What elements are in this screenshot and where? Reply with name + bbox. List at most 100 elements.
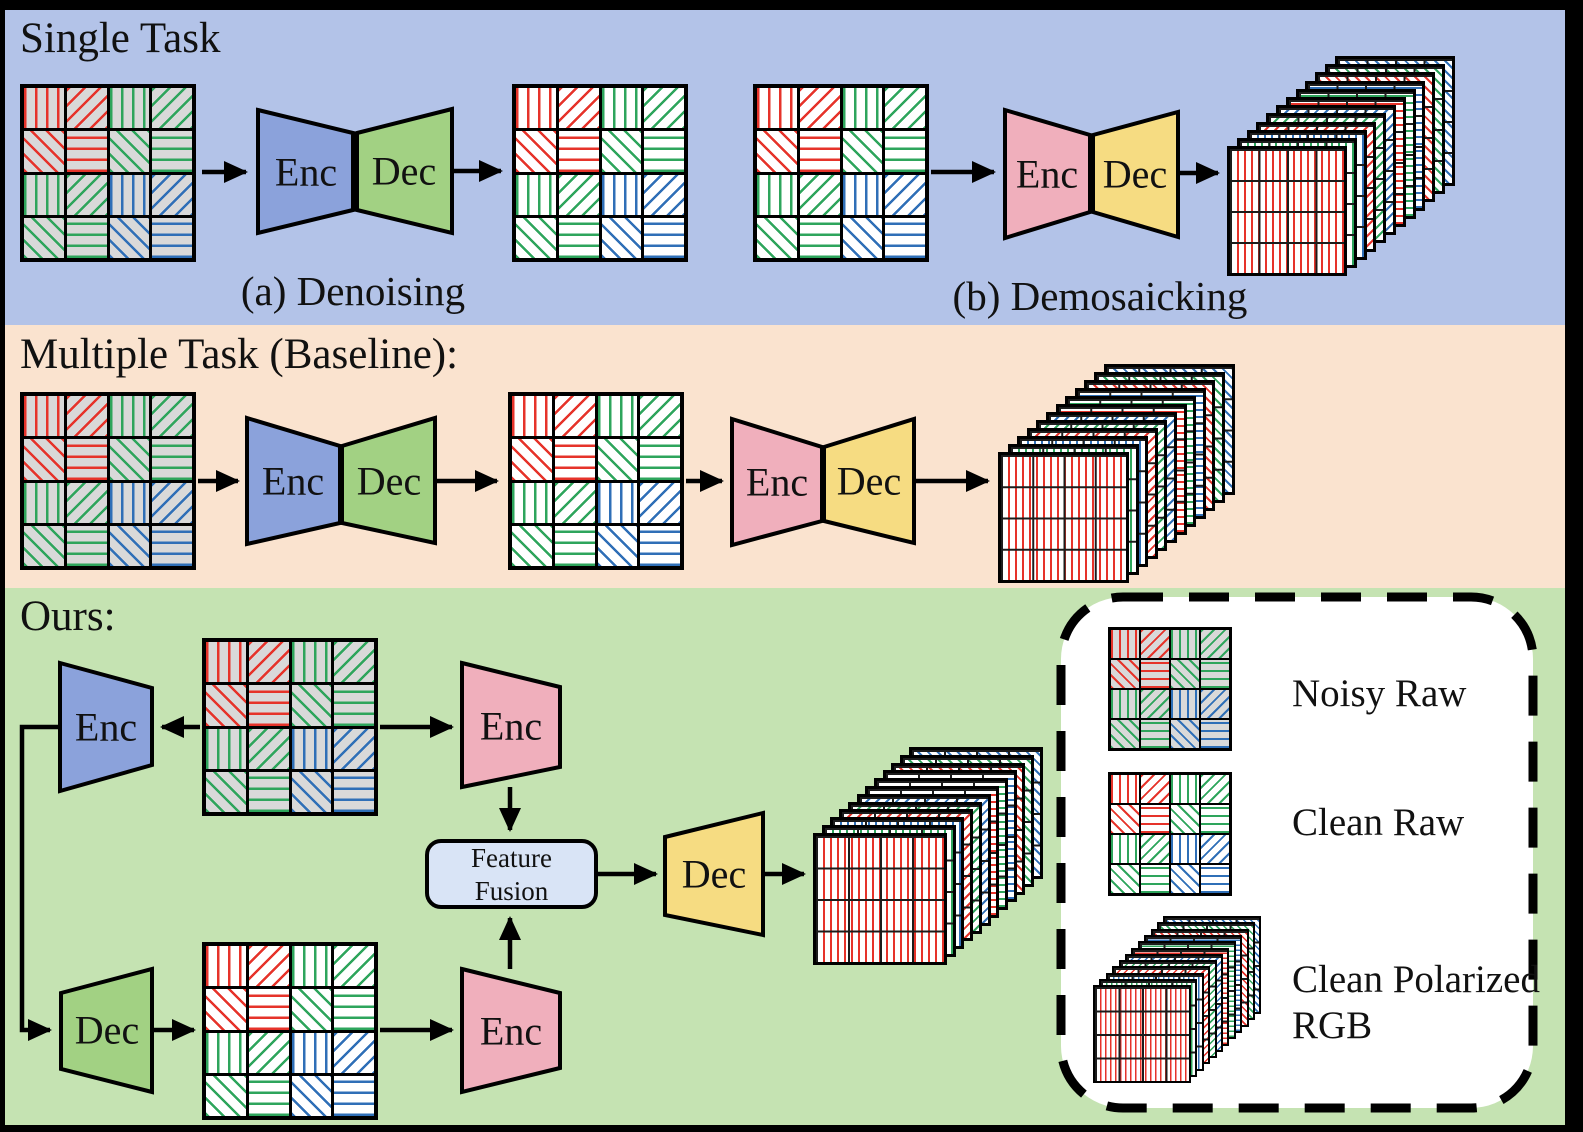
legend-clean-raw-image	[1108, 772, 1232, 896]
mosaic-cell	[601, 217, 642, 258]
mosaic-cell	[291, 642, 332, 683]
clean-raw-image	[508, 392, 684, 570]
mosaic-cell	[66, 88, 107, 129]
mosaic-cell	[842, 88, 883, 129]
mosaic-cell	[597, 439, 638, 480]
mosaic-cell	[558, 131, 599, 172]
mosaic-cell	[558, 88, 599, 129]
mosaic-cell	[1201, 805, 1229, 833]
mosaic-cell	[1201, 630, 1229, 658]
feature-fusion-label: Feature Fusion	[425, 842, 598, 908]
mosaic-cell	[842, 217, 883, 258]
mosaic-cell	[554, 525, 595, 566]
stack-layer	[1227, 146, 1347, 277]
mosaic-cell	[1111, 805, 1139, 833]
mosaic-cell	[24, 131, 64, 172]
mosaic-cell	[1111, 720, 1139, 748]
mosaic-cell	[206, 728, 246, 769]
mosaic-cell	[24, 217, 64, 258]
mosaic-cell	[512, 439, 552, 480]
mosaic-cell	[512, 525, 552, 566]
legend-label-clean-raw: Clean Raw	[1292, 801, 1465, 844]
mosaic-cell	[1171, 660, 1199, 688]
polarized-rgb-stack	[998, 364, 1235, 583]
mosaic-cell	[640, 396, 680, 437]
mosaic-cell	[152, 525, 192, 566]
mosaic-cell	[640, 482, 680, 523]
dec-label: Dec	[371, 148, 437, 194]
legend-noisy-raw-image	[1108, 627, 1232, 751]
mosaic-cell	[1141, 690, 1169, 718]
mosaic-cell	[109, 482, 150, 523]
mosaic-cell	[1111, 630, 1139, 658]
mosaic-cell	[558, 174, 599, 215]
enc-label: Enc	[74, 704, 138, 750]
mosaic-cell	[334, 685, 374, 726]
mosaic-cell	[1171, 865, 1199, 893]
mosaic-cell	[66, 482, 107, 523]
noisy-raw-image	[20, 392, 196, 570]
mosaic-cell	[1141, 630, 1169, 658]
legend-label-noisy-raw: Noisy Raw	[1292, 672, 1467, 715]
mosaic-cell	[206, 989, 246, 1030]
mosaic-cell	[24, 525, 64, 566]
mosaic-cell	[152, 174, 192, 215]
mosaic-cell	[291, 946, 332, 987]
caption-denoising: (a) Denoising	[240, 268, 466, 314]
multiple-task-title: Multiple Task (Baseline):	[20, 331, 459, 378]
mosaic-cell	[1111, 690, 1139, 718]
mosaic-cell	[334, 989, 374, 1030]
mosaic-cell	[1201, 865, 1229, 893]
mosaic-cell	[799, 217, 840, 258]
mosaic-cell	[799, 174, 840, 215]
mosaic-cell	[1111, 660, 1139, 688]
mosaic-cell	[1141, 835, 1169, 863]
mosaic-cell	[516, 131, 556, 172]
mosaic-cell	[597, 396, 638, 437]
clean-raw-image	[202, 942, 378, 1120]
mosaic-cell	[1201, 690, 1229, 718]
noisy-raw-image	[202, 638, 378, 816]
mosaic-cell	[152, 131, 192, 172]
mosaic-cell	[601, 131, 642, 172]
mosaic-cell	[1141, 805, 1169, 833]
mosaic-cell	[206, 642, 246, 683]
dec-label: Dec	[356, 458, 422, 504]
ours-title: Ours:	[20, 593, 116, 640]
mosaic-cell	[334, 1075, 374, 1116]
mosaic-cell	[1171, 630, 1199, 658]
mosaic-cell	[885, 131, 925, 172]
clean-raw-image	[753, 84, 929, 262]
mosaic-cell	[334, 728, 374, 769]
mosaic-cell	[152, 482, 192, 523]
stack-layer	[1093, 985, 1191, 1084]
mosaic-cell	[885, 174, 925, 215]
mosaic-cell	[206, 1032, 246, 1073]
mosaic-cell	[206, 1075, 246, 1116]
mosaic-cell	[291, 728, 332, 769]
mosaic-cell	[1111, 835, 1139, 863]
mosaic-cell	[1201, 775, 1229, 803]
mosaic-cell	[1111, 865, 1139, 893]
mosaic-cell	[601, 88, 642, 129]
mosaic-cell	[152, 439, 192, 480]
mosaic-cell	[1141, 865, 1169, 893]
mosaic-cell	[66, 396, 107, 437]
mosaic-cell	[206, 771, 246, 812]
mosaic-cell	[109, 88, 150, 129]
mosaic-cell	[757, 174, 797, 215]
mosaic-cell	[152, 88, 192, 129]
mosaic-cell	[885, 88, 925, 129]
mosaic-cell	[334, 642, 374, 683]
mosaic-cell	[66, 525, 107, 566]
mosaic-cell	[516, 174, 556, 215]
mosaic-cell	[109, 131, 150, 172]
mosaic-cell	[1201, 835, 1229, 863]
dec-label: Dec	[1102, 151, 1168, 197]
mosaic-cell	[109, 525, 150, 566]
mosaic-cell	[644, 131, 684, 172]
mosaic-cell	[66, 131, 107, 172]
mosaic-cell	[601, 174, 642, 215]
mosaic-cell	[248, 771, 289, 812]
stack-layer	[998, 452, 1129, 583]
